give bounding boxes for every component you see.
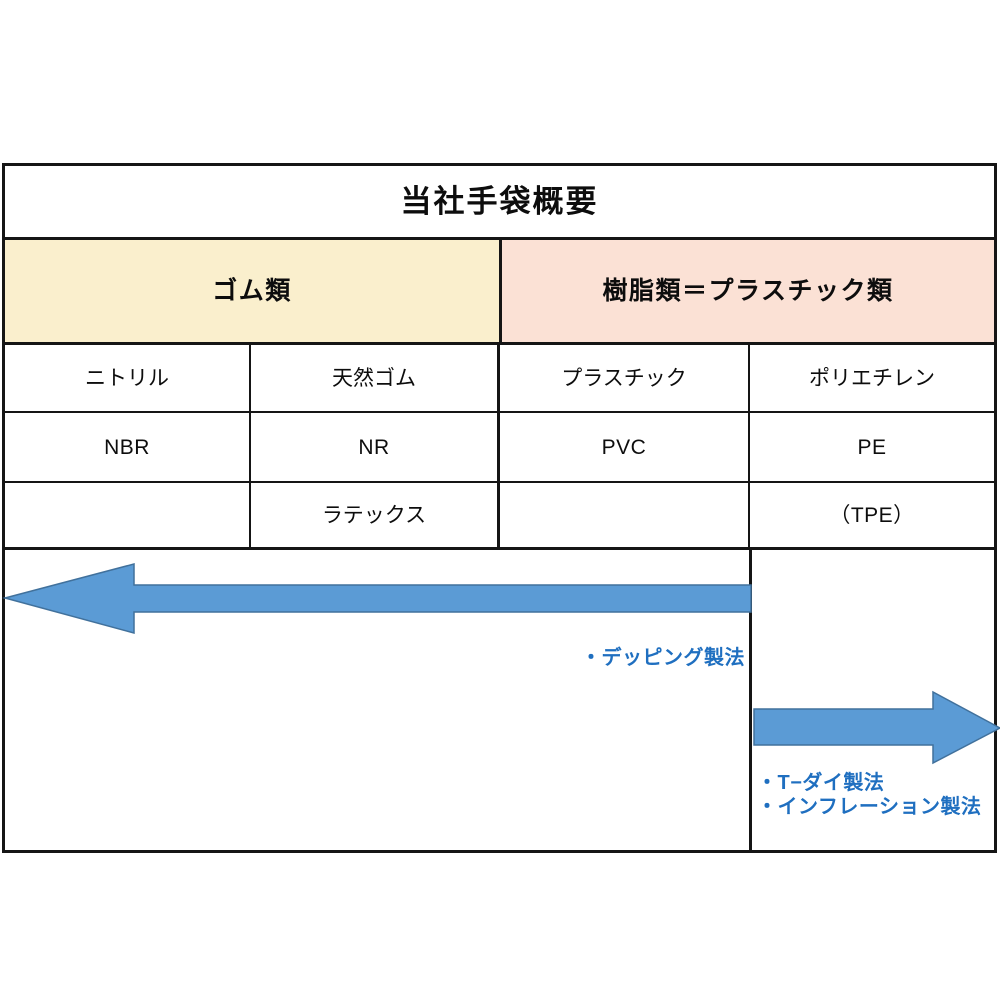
glove-overview-table: 当社手袋概要 ゴム類 樹脂類＝プラスチック類 ニトリル 天然ゴム プラスチック <box>2 163 1000 853</box>
category-label-resin: 樹脂類＝プラスチック類 <box>602 276 894 305</box>
table-title-row: 当社手袋概要 <box>5 166 994 240</box>
table-cell: 天然ゴム <box>251 345 500 411</box>
cell-text: ラテックス <box>321 503 427 527</box>
table-cell: （TPE） <box>750 483 994 547</box>
cell-text: 天然ゴム <box>332 366 416 390</box>
category-header-row: ゴム類 樹脂類＝プラスチック類 <box>5 240 994 345</box>
cell-text: NR <box>358 435 390 459</box>
left-arrow-icon <box>2 563 752 634</box>
table-cell: ニトリル <box>5 345 251 411</box>
right-arrow-icon <box>753 690 1000 765</box>
dipping-process-note: ・デッピング製法 <box>425 647 745 671</box>
table-cell <box>5 483 251 547</box>
cell-text: プラスチック <box>561 366 687 390</box>
cell-text: （TPE） <box>829 503 915 527</box>
process-arrow-region: ・デッピング製法 ・T−ダイ製法 ・インフレーション製法 <box>2 550 1000 853</box>
table-cell: ポリエチレン <box>750 345 994 411</box>
dipping-arrow <box>2 556 752 640</box>
category-label-rubber: ゴム類 <box>212 276 292 305</box>
table-cell: NBR <box>5 413 251 481</box>
cell-text: NBR <box>104 435 150 459</box>
category-cell-rubber: ゴム類 <box>5 240 502 342</box>
t-die-process-label: ・T−ダイ製法 <box>757 772 885 794</box>
table-cell: ラテックス <box>251 483 500 547</box>
category-cell-resin: 樹脂類＝プラスチック類 <box>502 240 994 342</box>
column-divider <box>749 550 752 853</box>
table-cell <box>500 483 750 547</box>
table-body: ニトリル 天然ゴム プラスチック ポリエチレン NBR NR <box>5 345 994 550</box>
extrusion-arrow <box>752 689 1000 767</box>
table-row: NBR NR PVC PE <box>5 413 994 483</box>
dipping-process-label: ・デッピング製法 <box>581 647 745 669</box>
table-row: ニトリル 天然ゴム プラスチック ポリエチレン <box>5 345 994 413</box>
page-title: 当社手袋概要 <box>400 184 599 219</box>
cell-text: ポリエチレン <box>809 366 935 390</box>
extrusion-process-note: ・T−ダイ製法 ・インフレーション製法 <box>757 772 982 819</box>
cell-text: ニトリル <box>85 366 169 390</box>
table-cell: NR <box>251 413 500 481</box>
inflation-process-label: ・インフレーション製法 <box>757 795 982 818</box>
table-row: ラテックス （TPE） <box>5 483 994 550</box>
table-cell: PE <box>750 413 994 481</box>
cell-text: PVC <box>601 435 647 459</box>
table-cell: プラスチック <box>500 345 750 411</box>
table-cell: PVC <box>500 413 750 481</box>
cell-text: PE <box>857 435 887 459</box>
